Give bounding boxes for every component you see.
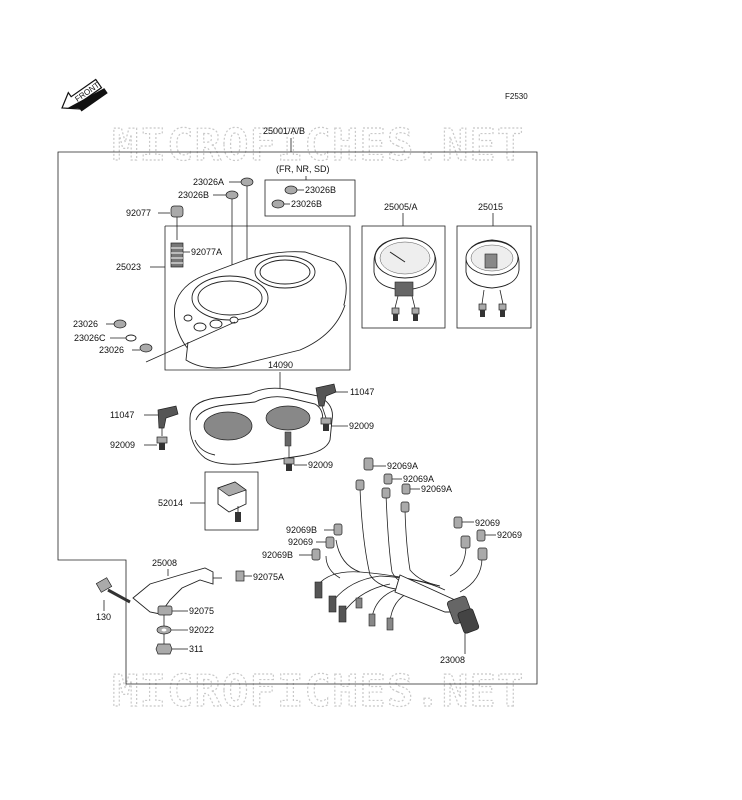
label-92069-b: 92069: [497, 530, 522, 540]
switch-box: [204, 471, 259, 531]
terminal-92069B-a: [333, 523, 343, 536]
socket-a: [314, 581, 323, 599]
label-23026B-c: 23026B: [178, 190, 209, 200]
label-14090: 14090: [268, 360, 293, 370]
terminal-d: [460, 535, 471, 549]
terminal-b: [381, 487, 391, 499]
cap-23026B-b: [271, 199, 285, 209]
label-23026-a: 23026: [73, 319, 98, 329]
label-25015: 25015: [478, 202, 503, 212]
cover-box: [164, 225, 351, 371]
meter-case-14090: [189, 387, 333, 465]
label-25005: 25005/A: [384, 202, 418, 212]
terminal-e: [477, 547, 488, 561]
terminal-92069-a: [453, 516, 463, 529]
bracket-11047-a: [157, 405, 179, 429]
spring-92077A: [170, 242, 184, 268]
cap-23026B-a: [284, 185, 298, 195]
label-92069-a: 92069: [475, 518, 500, 528]
tachometer-box: [361, 225, 446, 329]
label-92069A-c: 92069A: [421, 484, 452, 494]
grommet-23026C: [125, 334, 137, 342]
label-92022: 92022: [189, 625, 214, 635]
terminal-92069-c: [325, 536, 335, 549]
label-92077: 92077: [126, 208, 151, 218]
label-11047-b: 11047: [350, 387, 374, 397]
tachometer-25005: [373, 237, 437, 321]
terminal-c: [400, 501, 410, 513]
label-23026B-a: 23026B: [305, 185, 336, 195]
assembly-outline: [57, 138, 538, 685]
label-23026-b: 23026: [99, 345, 124, 355]
screw-92009-b: [320, 417, 332, 425]
label-25023: 25023: [116, 262, 141, 272]
label-52014: 52014: [158, 498, 183, 508]
label-25001: 25001/A/B: [263, 126, 305, 136]
label-92009-a: 92009: [110, 440, 135, 450]
label-23008: 23008: [440, 655, 465, 665]
label-23026A: 23026A: [193, 177, 224, 187]
socket-f: [355, 597, 363, 609]
collar-92075A: [235, 570, 245, 582]
terminal-92069A-c: [401, 483, 411, 495]
label-92069A-a: 92069A: [387, 461, 418, 471]
label-23026C: 23026C: [74, 333, 106, 343]
grommet-23026-b: [139, 343, 153, 353]
terminal-92069B-b: [311, 548, 321, 561]
socket-b: [328, 595, 337, 613]
terminal-a: [355, 479, 365, 491]
socket-c: [338, 605, 347, 623]
label-92069A-b: 92069A: [403, 474, 434, 484]
meter-25015: [465, 239, 520, 317]
collar-92075: [157, 605, 173, 616]
screw-92009-c: [283, 457, 295, 465]
label-92075: 92075: [189, 606, 214, 616]
front-arrow-icon: FRONT: [61, 78, 108, 112]
socket-d: [368, 613, 376, 627]
label-92069B-a: 92069B: [286, 525, 317, 535]
label-311: 311: [189, 644, 203, 654]
meter-cover-25023: [174, 251, 347, 369]
label-92069-c: 92069: [288, 537, 313, 547]
switch-52014: [217, 481, 247, 522]
label-11047-a: 11047: [110, 410, 134, 420]
nut-311: [155, 643, 173, 655]
label-92077A: 92077A: [191, 247, 222, 257]
socket-e: [386, 617, 394, 631]
cap-23026A: [240, 177, 254, 187]
label-92009-b: 92009: [349, 421, 374, 431]
label-92069B-b: 92069B: [262, 550, 293, 560]
variant-note: (FR, NR, SD): [276, 164, 330, 174]
screw-92009-a: [156, 436, 168, 444]
figure-code: F2530: [505, 92, 528, 101]
label-92075A: 92075A: [253, 572, 284, 582]
label-130: 130: [96, 612, 111, 622]
cap-23026B-c: [225, 190, 239, 200]
label-23026B-b: 23026B: [291, 199, 322, 209]
terminal-92069A-b: [383, 473, 393, 485]
bolt-130: [95, 577, 131, 604]
variant-box: [264, 179, 356, 217]
watermark-top: MICROFICHES.NET: [112, 120, 524, 171]
label-25008: 25008: [152, 558, 177, 568]
grommet-23026-a: [113, 319, 127, 329]
meter-box-25015: [456, 225, 532, 329]
label-92009-c: 92009: [308, 460, 333, 470]
terminal-92069A-a: [363, 457, 374, 471]
terminal-92069-b: [476, 529, 486, 542]
watermark-bottom: MICROFICHES.NET: [112, 666, 524, 717]
bolt-92077: [170, 205, 184, 218]
bracket-11047-b: [315, 383, 337, 407]
